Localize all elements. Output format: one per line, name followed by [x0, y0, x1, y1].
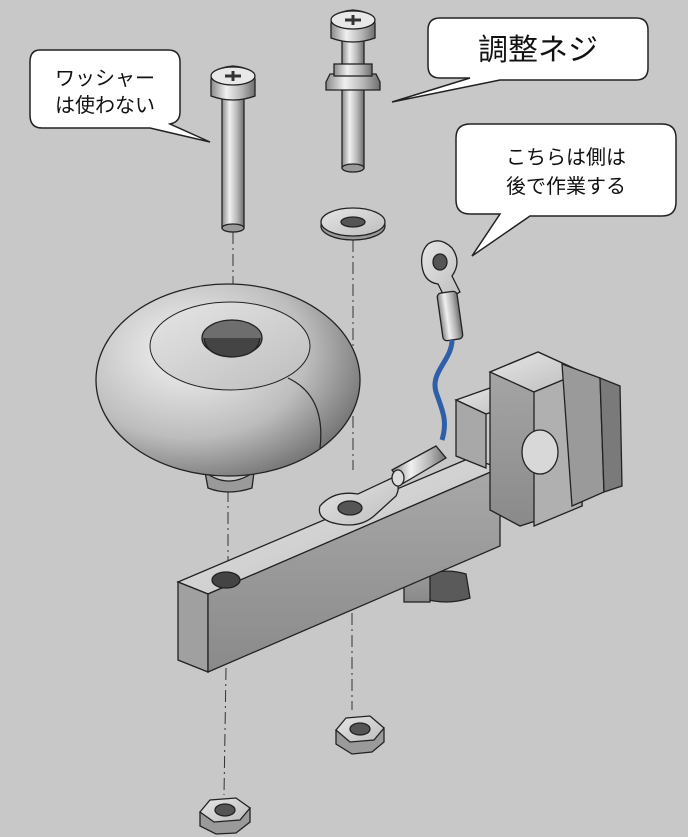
washer-note-line-1: ワッシャー: [55, 66, 155, 90]
hex-nut-left: [199, 797, 251, 835]
washer-note-line-2: は使わない: [55, 93, 155, 117]
screw-without-washer: [210, 65, 256, 233]
callout-adjust-screw: 調整ネジ: [391, 17, 649, 103]
callout-this-side-note: こちらは側は 後で作業する: [455, 123, 677, 257]
callout-washer-note: ワッシャー は使わない: [29, 49, 211, 143]
knob: [95, 283, 361, 493]
this-side-note-line-1: こちらは側は: [506, 145, 626, 169]
adjust-screw-with-nut: [325, 9, 381, 173]
ring-terminal-with-wire: [420, 240, 464, 441]
this-side-note-line-2: 後で作業する: [506, 174, 626, 198]
washer: [320, 207, 386, 241]
hex-nut-right: [335, 715, 385, 755]
adjust-screw-label: 調整ネジ: [478, 33, 598, 68]
lever-arm: [176, 351, 623, 673]
